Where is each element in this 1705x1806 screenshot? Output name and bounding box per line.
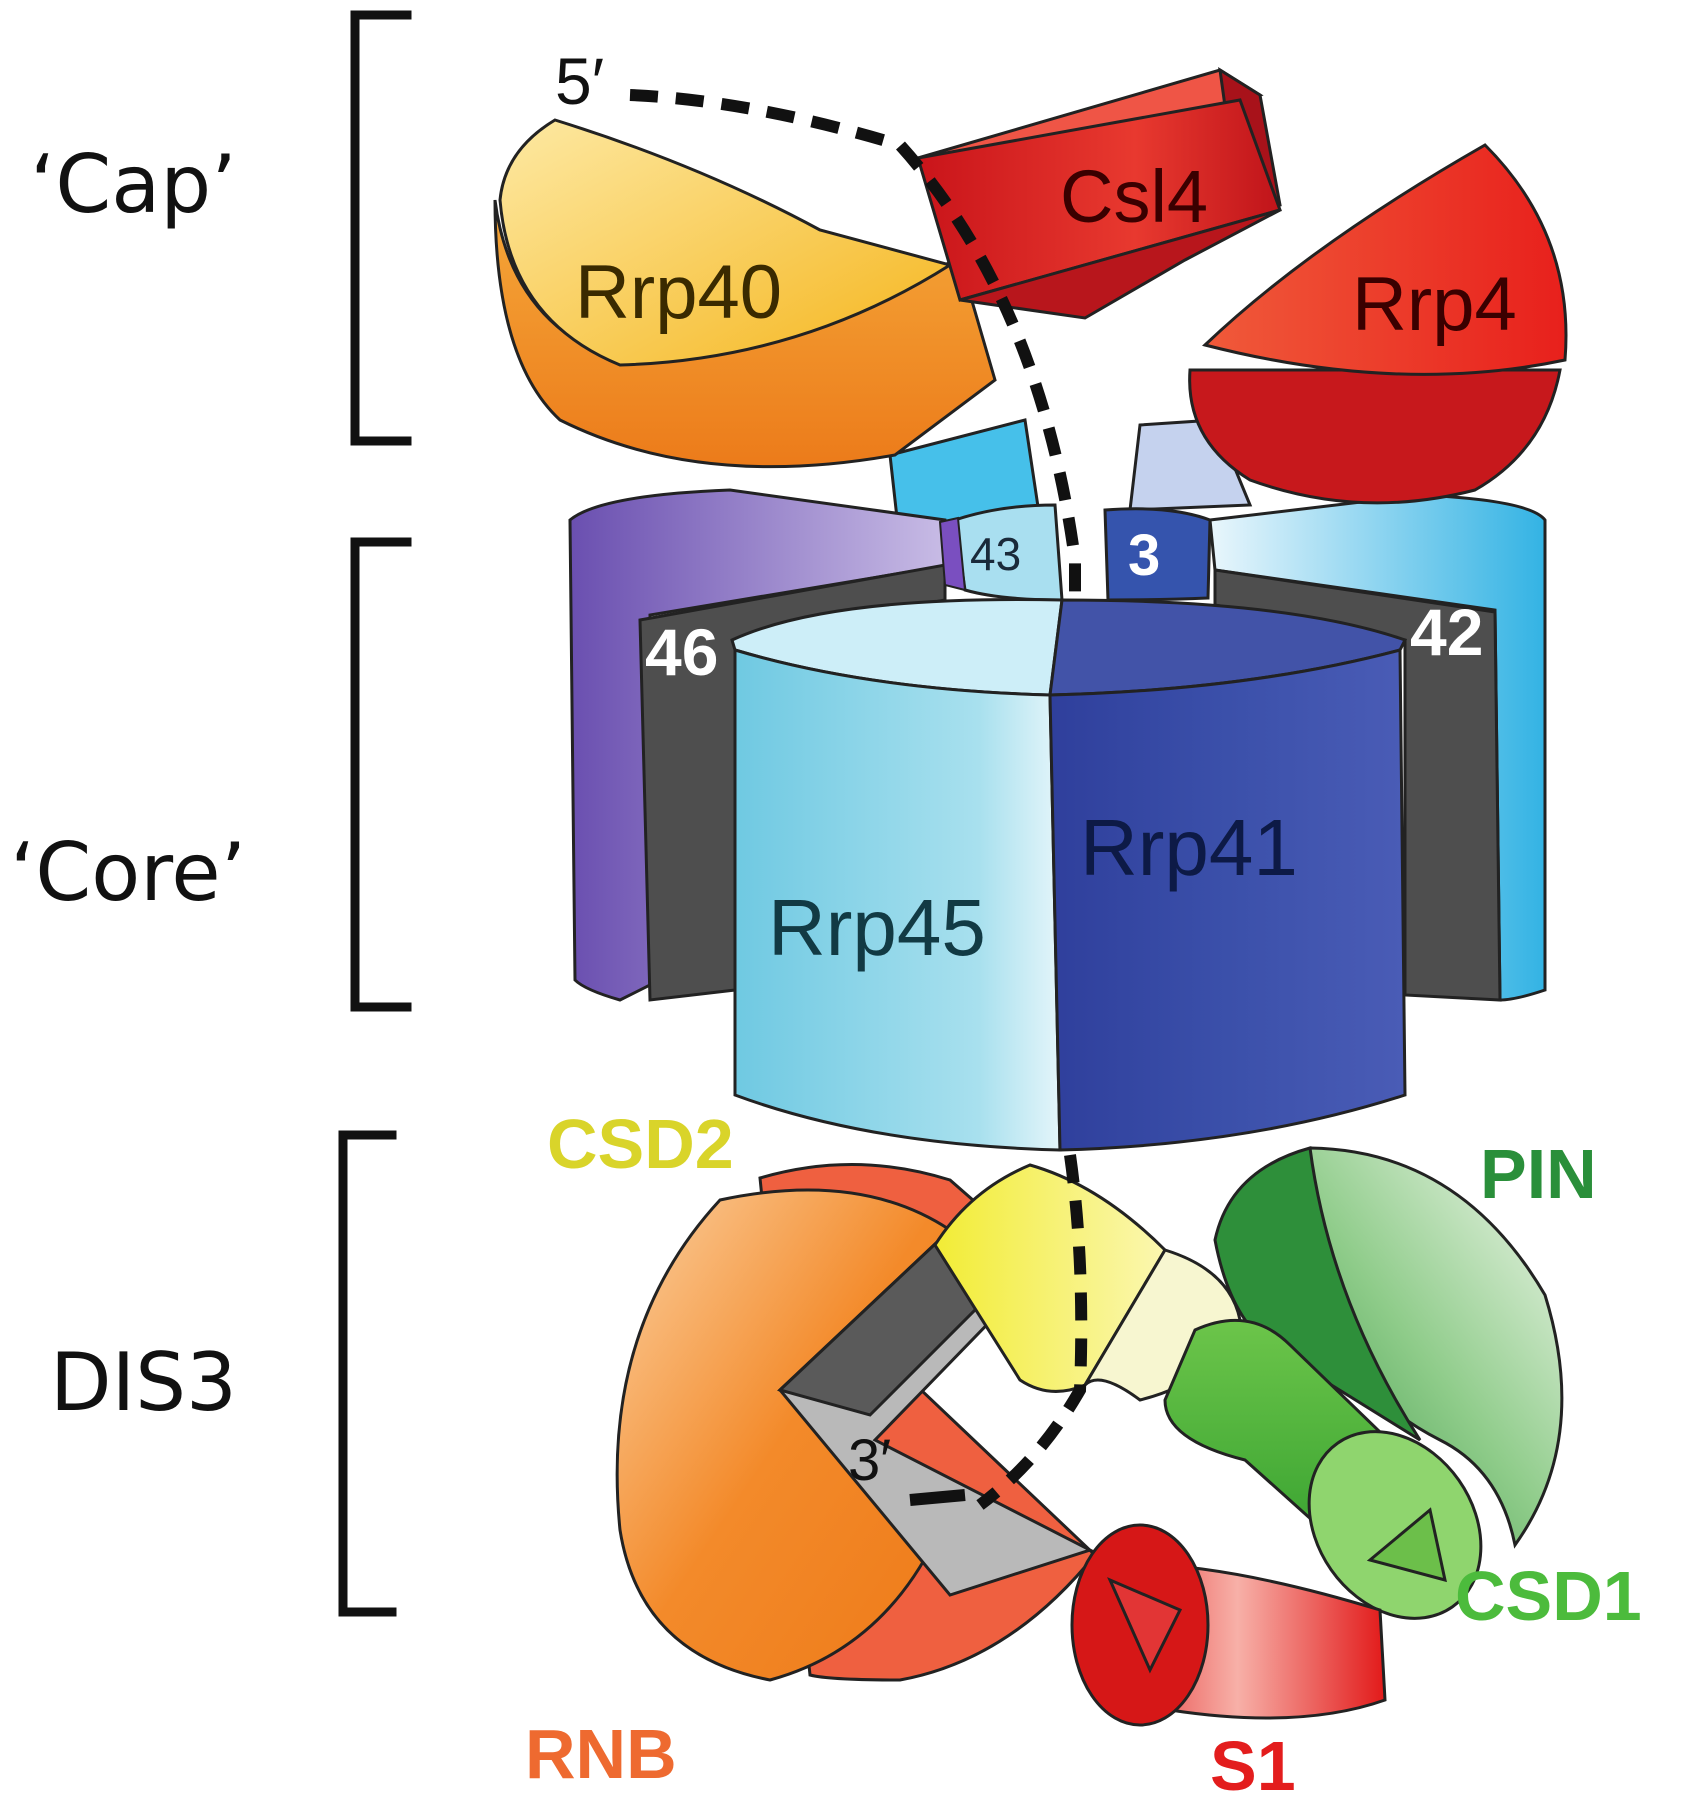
rrp40-subunit <box>498 118 954 367</box>
rrp46-label: 46 <box>645 615 718 689</box>
rrp43-subunit <box>953 503 1064 602</box>
csd1-label: CSD1 <box>1455 1557 1642 1635</box>
pin-label: PIN <box>1480 1135 1597 1213</box>
rrp4-label: Rrp4 <box>1352 262 1517 347</box>
rnb-domain <box>615 1188 953 1682</box>
rrp42-subunit <box>1208 493 1547 1002</box>
mtr3-label: 3 <box>1128 523 1160 588</box>
rrp41-label: Rrp41 <box>1080 803 1298 892</box>
rrp42-label: 42 <box>1410 595 1483 669</box>
cap-label: ‘Cap’ <box>30 138 237 231</box>
core-bracket <box>350 537 412 1012</box>
rna-strand <box>629 89 1088 1510</box>
csd2-label: CSD2 <box>547 1105 734 1183</box>
csd2-domain <box>933 1163 1167 1393</box>
rrp41-subunit <box>1048 648 1407 1152</box>
csd1-triangle-icon <box>1366 1507 1447 1583</box>
rna-strand-end <box>909 1489 966 1506</box>
rrp43-purple-sliver <box>938 516 967 592</box>
rnb-label: RNB <box>525 1715 677 1793</box>
core-label: ‘Core’ <box>10 826 246 919</box>
rrp40-label: Rrp40 <box>575 250 782 335</box>
three-prime-label: 3′ <box>848 1428 891 1493</box>
dis3-label: DIS3 <box>50 1336 237 1429</box>
s1-label: S1 <box>1210 1727 1296 1805</box>
csl4-label: Csl4 <box>1060 155 1208 238</box>
rrp4-side <box>1188 368 1562 505</box>
cap-bracket <box>350 10 412 446</box>
rrp45-label: Rrp45 <box>768 883 986 972</box>
five-prime-label: 5′ <box>555 44 604 118</box>
s1-triangle-icon <box>1107 1577 1183 1674</box>
rrp43-label: 43 <box>970 528 1021 580</box>
dis3-bracket <box>338 1130 397 1617</box>
rrp4-subunit <box>1202 143 1568 376</box>
csl4-bottom-face <box>959 208 1281 320</box>
